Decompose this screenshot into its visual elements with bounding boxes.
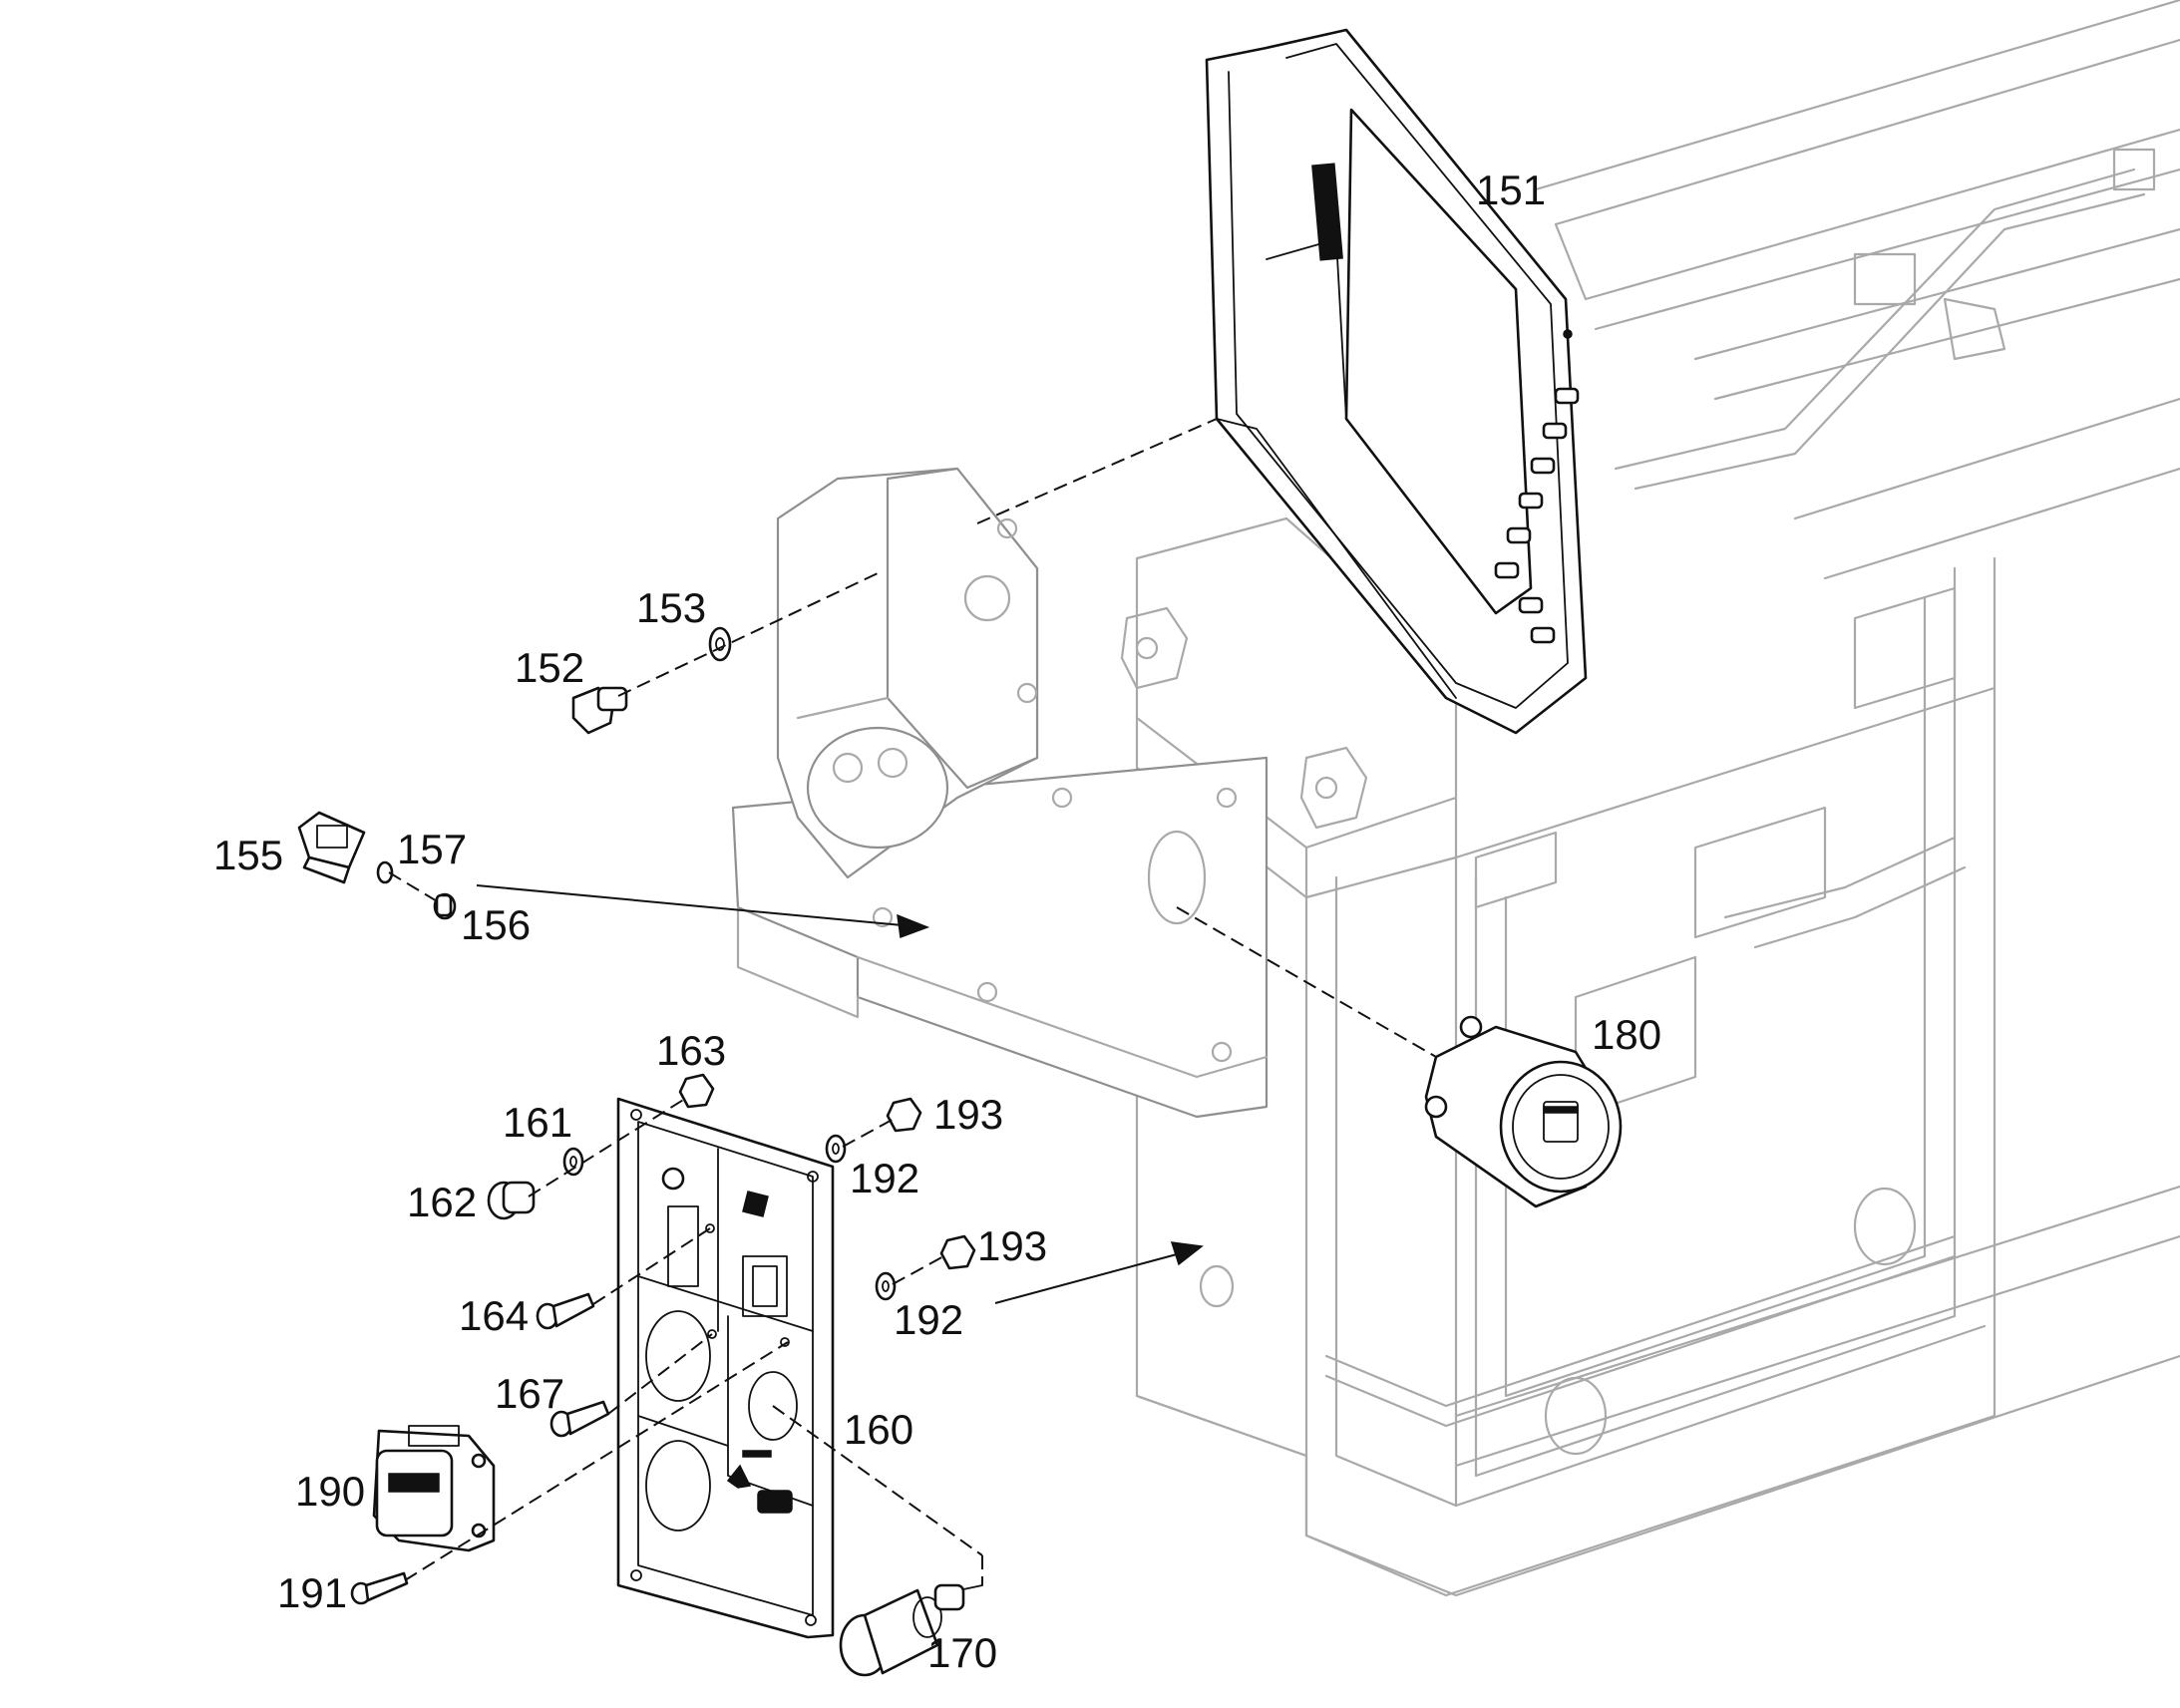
display-monitor: [1205, 28, 1588, 735]
nut-193-upper: [886, 1097, 922, 1133]
round-gauge-180: [1424, 1015, 1623, 1208]
leader-lines: [388, 418, 1437, 1585]
washer-192-lower: [875, 1271, 897, 1301]
screw-156: [433, 892, 457, 920]
callout-151: 151: [1476, 167, 1546, 213]
rocker-switch-190: [372, 1425, 496, 1552]
callout-192-lower: 192: [894, 1296, 963, 1343]
screw-167: [549, 1400, 610, 1438]
callout-167: 167: [495, 1370, 564, 1417]
callout-155: 155: [213, 832, 283, 878]
callout-180: 180: [1592, 1011, 1661, 1058]
callout-labels: 151 152 153 155 156 157 160 161 162 163 …: [213, 167, 1661, 1676]
nut-193-lower: [939, 1234, 976, 1270]
callout-153: 153: [636, 584, 706, 631]
callout-163: 163: [656, 1027, 726, 1074]
callout-157: 157: [397, 826, 467, 872]
callout-162: 162: [407, 1179, 477, 1225]
washer-157: [376, 860, 394, 884]
nut-163: [678, 1073, 715, 1109]
monitor-buttons: [1494, 329, 1580, 644]
callout-161: 161: [503, 1099, 572, 1146]
screw-164: [536, 1292, 595, 1330]
power-socket-170: [839, 1583, 983, 1677]
callout-193-lower: 193: [977, 1222, 1047, 1269]
callout-164: 164: [459, 1292, 529, 1339]
callout-160: 160: [844, 1406, 913, 1453]
mounting-bracket-ghost: [731, 467, 1269, 1119]
washer-192-upper: [825, 1134, 847, 1164]
clip-155: [297, 811, 366, 884]
callout-156: 156: [461, 901, 531, 948]
callout-192-upper: 192: [850, 1155, 919, 1201]
bolt-162: [487, 1181, 536, 1220]
callout-170: 170: [927, 1629, 997, 1676]
assembly-arrows: [476, 884, 1204, 1304]
switch-panel-160: [616, 1097, 835, 1639]
callout-191: 191: [277, 1569, 347, 1616]
washer-153: [708, 626, 732, 662]
callout-193-upper: 193: [933, 1091, 1003, 1138]
callout-190: 190: [295, 1468, 365, 1515]
washer-161: [562, 1147, 584, 1177]
callout-152: 152: [515, 644, 584, 691]
screw-191: [350, 1571, 409, 1605]
bolt-152: [571, 686, 628, 735]
